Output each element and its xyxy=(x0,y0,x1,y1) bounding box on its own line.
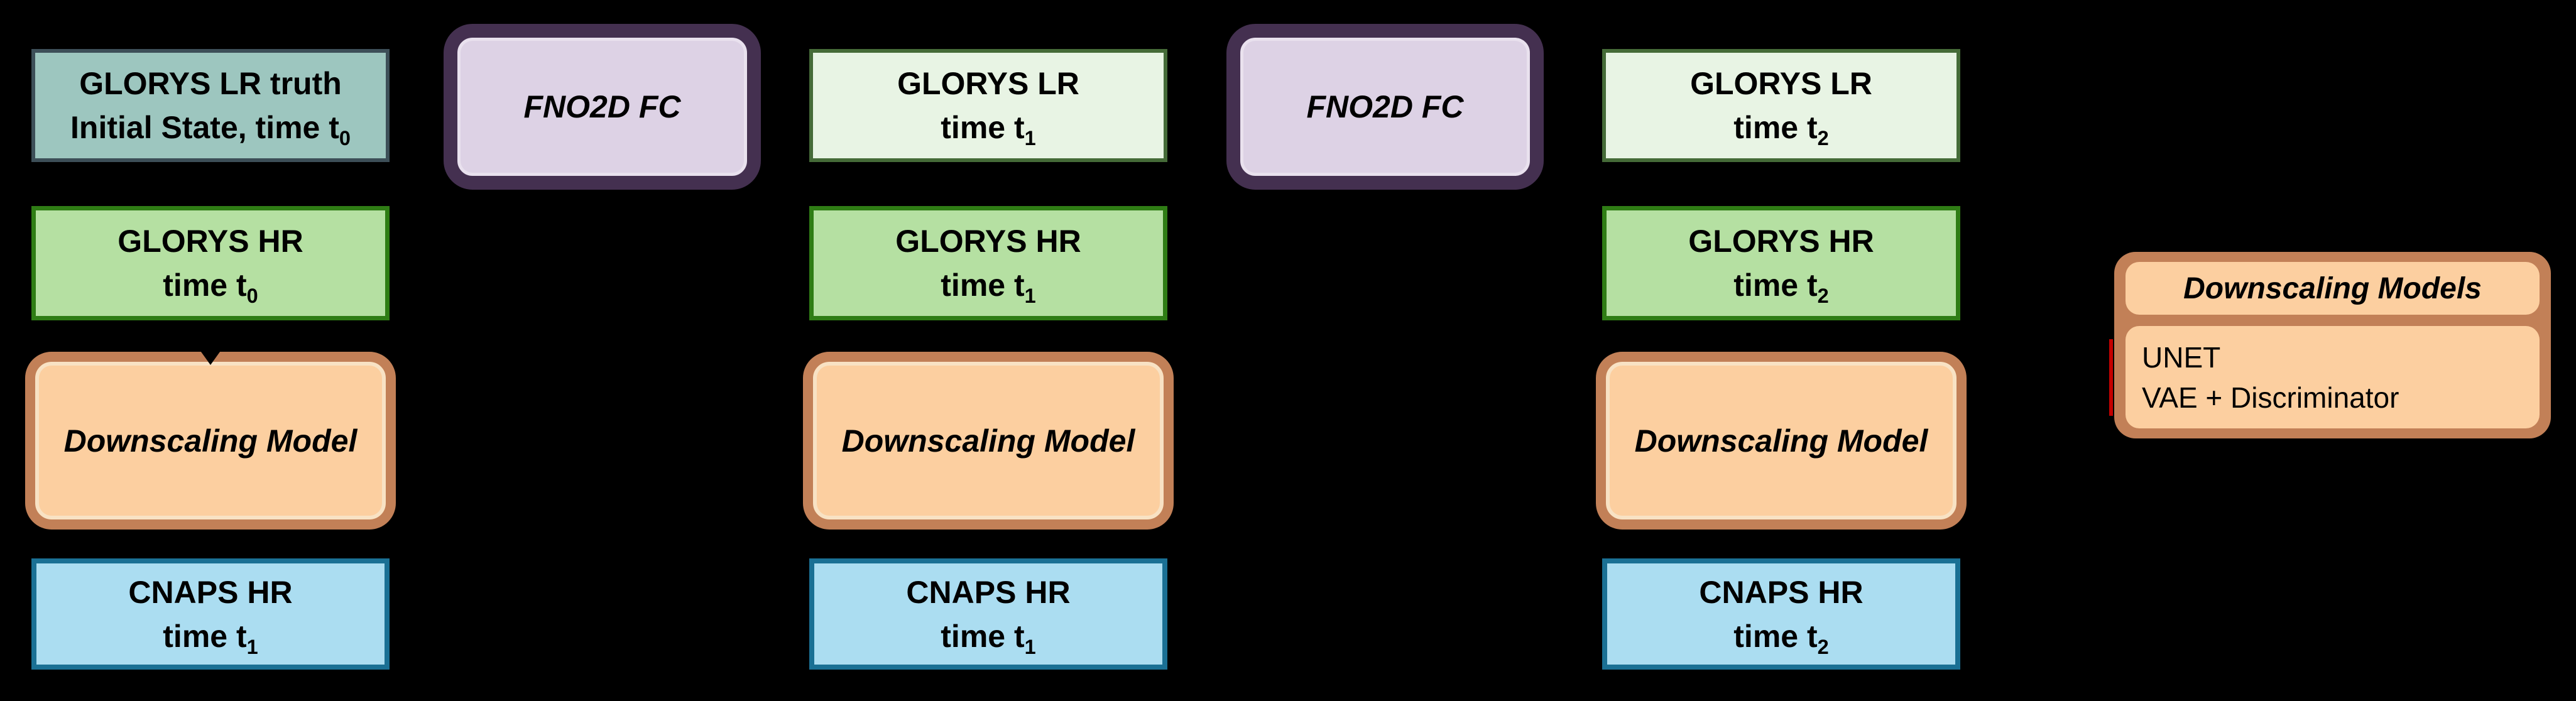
box-label-line2: time t2 xyxy=(1733,110,1829,149)
legend-title: Downscaling Models xyxy=(2126,262,2540,315)
box-label: FNO2D FC xyxy=(1306,89,1464,124)
box-label: Downscaling Model xyxy=(841,423,1135,459)
box-fno2d-fc-2: FNO2D FC xyxy=(1226,24,1544,190)
box-glorys-hr-t0: GLORYS HR time t0 xyxy=(31,206,390,320)
box-downscaling-model-2: Downscaling Model xyxy=(803,352,1174,530)
box-cnaps-hr-t1-a: CNAPS HR time t1 xyxy=(31,558,390,670)
box-label-line1: GLORYS LR truth xyxy=(79,66,342,101)
legend-body: UNET VAE + Discriminator xyxy=(2126,326,2540,428)
box-glorys-lr-t2: GLORYS LR time t2 xyxy=(1602,49,1960,162)
box-label-line1: CNAPS HR xyxy=(906,574,1071,610)
box-label-line1: GLORYS HR xyxy=(117,224,303,259)
box-label: Downscaling Model xyxy=(1634,423,1928,459)
box-label-line2: time t1 xyxy=(163,618,258,658)
box-label-line2: time t1 xyxy=(941,110,1036,149)
box-fno2d-fc-1: FNO2D FC xyxy=(444,24,761,190)
box-label-line2: time t2 xyxy=(1733,268,1829,307)
box-label-line2: Initial State, time t0 xyxy=(70,110,351,149)
red-connector-line xyxy=(2109,339,2113,416)
box-label-line2: time t1 xyxy=(941,618,1036,658)
box-label-line1: GLORYS HR xyxy=(895,224,1081,259)
box-downscaling-model-1: Downscaling Model xyxy=(25,352,396,530)
box-glorys-hr-t1: GLORYS HR time t1 xyxy=(809,206,1167,320)
box-cnaps-hr-t2: CNAPS HR time t2 xyxy=(1602,558,1960,670)
box-label-line1: GLORYS HR xyxy=(1688,224,1874,259)
box-label-line1: CNAPS HR xyxy=(128,574,293,610)
box-label-line1: CNAPS HR xyxy=(1699,574,1864,610)
arrowhead-right-icon xyxy=(798,99,808,112)
legend-item-unet: UNET xyxy=(2142,340,2221,374)
box-downscaling-model-3: Downscaling Model xyxy=(1596,352,1967,530)
box-label-line2: time t0 xyxy=(163,268,258,307)
box-label-line2: time t2 xyxy=(1733,618,1829,658)
box-label-line1: GLORYS LR xyxy=(1690,66,1872,101)
box-glorys-lr-truth: GLORYS LR truth Initial State, time t0 xyxy=(31,49,390,162)
legend-downscaling-models: Downscaling Models UNET VAE + Discrimina… xyxy=(2114,252,2551,438)
box-label-line2: time t1 xyxy=(941,268,1036,307)
arrowhead-down-icon xyxy=(196,345,225,365)
box-label: Downscaling Model xyxy=(63,423,357,459)
box-glorys-hr-t2: GLORYS HR time t2 xyxy=(1602,206,1960,320)
box-cnaps-hr-t1-b: CNAPS HR time t1 xyxy=(809,558,1167,670)
box-glorys-lr-t1: GLORYS LR time t1 xyxy=(809,49,1167,162)
box-label: FNO2D FC xyxy=(523,89,681,124)
box-label-line1: GLORYS LR xyxy=(897,66,1079,101)
legend-item-vae: VAE + Discriminator xyxy=(2142,381,2399,414)
